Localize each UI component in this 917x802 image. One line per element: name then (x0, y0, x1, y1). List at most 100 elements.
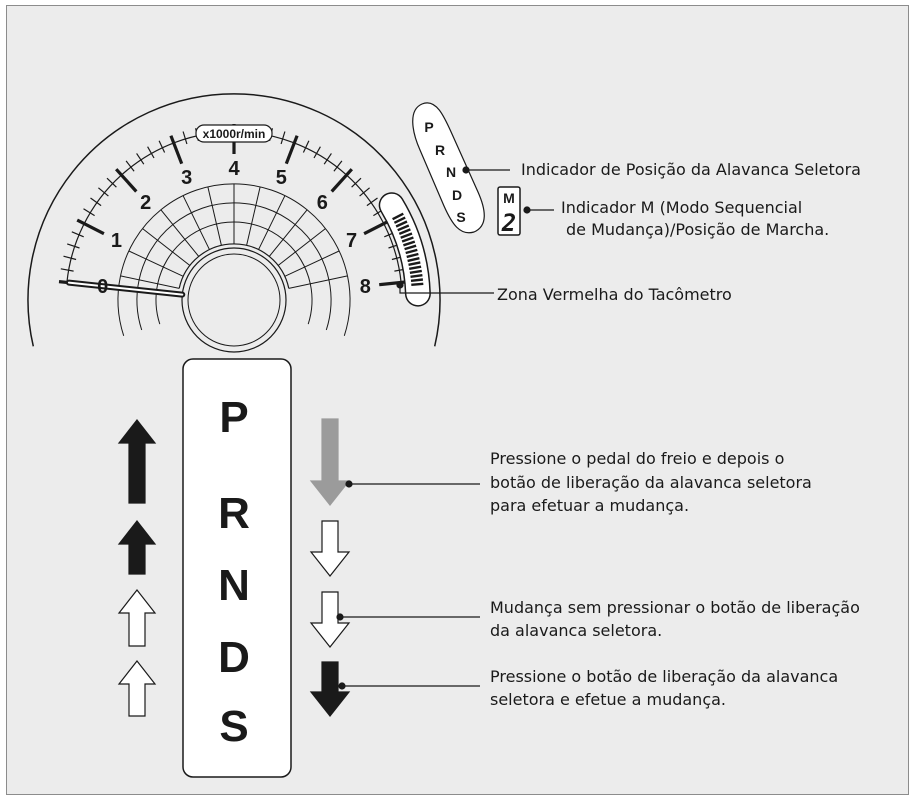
minor-tick (366, 197, 378, 207)
grid-spoke (277, 228, 326, 266)
hub-arc (178, 243, 290, 289)
minor-tick (136, 153, 145, 165)
callout-brake-1: Pressione o pedal do freio e depois o (490, 449, 785, 468)
gate-r: R (218, 489, 250, 538)
grid-spoke (142, 228, 191, 266)
strip-d: D (452, 187, 462, 203)
minor-tick (60, 268, 74, 272)
grid-arc (307, 283, 313, 325)
callout-m-indicator-1: Indicador M (Modo Sequencial (561, 198, 803, 217)
major-tick (363, 218, 392, 236)
hub-inner (187, 253, 281, 347)
shift-gate-panel (182, 358, 292, 778)
grid-spoke (288, 275, 348, 289)
up-arrow-solid-short (117, 520, 157, 575)
redline-segment (401, 236, 414, 243)
callout-no-press-1: Mudança sem pressionar o botão de libera… (490, 598, 860, 617)
tick-label-2: 2 (140, 192, 151, 214)
strip-s: S (456, 209, 465, 225)
grid-spoke (128, 250, 184, 277)
lower-leaders (336, 480, 480, 690)
down-arrow-gray (309, 418, 351, 506)
strip-r: R (435, 142, 445, 158)
minor-tick (71, 231, 84, 238)
callout-selector-position: Indicador de Posição da Alavanca Seletor… (521, 160, 861, 179)
grid-arc (117, 275, 125, 336)
minor-tick (158, 140, 166, 153)
minor-tick (351, 177, 362, 188)
grid-arc (343, 275, 351, 336)
redline-segment (407, 257, 420, 263)
gear-digit: 2 (501, 209, 516, 237)
minor-tick (280, 131, 286, 145)
minor-tick (83, 208, 95, 217)
needle-highlight (67, 281, 184, 296)
down-arrow-outline-1 (309, 520, 351, 577)
grid-arc (155, 283, 161, 325)
up-arrow-outline-1 (117, 589, 157, 647)
major-tick (76, 218, 105, 236)
minor-tick (63, 255, 77, 261)
callout-brake-2: botão de liberação da alavanca seletora (490, 473, 812, 492)
redline-segment (410, 278, 424, 282)
m-indicator: M 2 (497, 186, 521, 237)
minor-tick (98, 187, 109, 197)
minor-tick (147, 146, 155, 159)
grid-spoke (268, 209, 308, 257)
diagram-frame (6, 5, 909, 795)
strip-p: P (424, 119, 433, 135)
minor-tick (125, 160, 135, 172)
grid-arc (120, 183, 348, 277)
redline-segment (405, 248, 418, 255)
grid-arc (325, 279, 332, 331)
strip-n: N (446, 164, 456, 180)
redline-segment (410, 274, 423, 278)
gate-n: N (218, 561, 250, 610)
unit-label-pill (195, 124, 273, 143)
callout-release-2: seletora e efetue a mudança. (490, 690, 726, 709)
up-arrow-solid-long (117, 419, 157, 504)
tick-label-7: 7 (346, 230, 357, 252)
minor-tick (323, 153, 332, 165)
grid-spoke (246, 186, 261, 246)
grid-spoke (120, 275, 180, 289)
major-tick (284, 135, 299, 165)
m-letter: M (503, 190, 515, 206)
up-arrow-outline-2 (117, 660, 157, 717)
redline-segment (392, 212, 404, 221)
minor-tick (333, 160, 343, 172)
tick-label-1: 1 (111, 230, 122, 252)
gate-p: P (219, 393, 248, 442)
major-tick (330, 168, 353, 193)
grid-spoke (284, 250, 340, 277)
redline-segment (409, 269, 422, 274)
callout-red-zone: Zona Vermelha do Tacômetro (497, 285, 732, 304)
callout-m-indicator-2: de Mudança)/Posição de Marcha. (566, 220, 830, 239)
down-arrow-solid (309, 661, 351, 717)
redline-segment (398, 228, 411, 236)
tick-label-0: 0 (97, 276, 108, 298)
down-arrow-outline-2 (309, 591, 351, 648)
redline-segment (404, 244, 417, 251)
redline-segment (395, 220, 408, 228)
grid-spoke (258, 195, 286, 250)
grid-spoke (182, 195, 210, 250)
redline-segment (393, 216, 406, 224)
bezel-arc (27, 93, 441, 347)
redline-segment (408, 261, 421, 266)
tick-label-3: 3 (181, 167, 192, 189)
callout-no-press-2: da alavanca seletora. (490, 621, 663, 640)
tick-label-8: 8 (360, 276, 371, 298)
tick-label-6: 6 (317, 192, 328, 214)
redline-segment (411, 282, 424, 286)
grid-spoke (207, 186, 222, 246)
redline-segment (397, 224, 410, 232)
gear-position-strip: P R N D S (412, 102, 485, 234)
gate-d: D (218, 633, 250, 682)
minor-tick (302, 140, 310, 153)
redline-segment (406, 252, 419, 259)
gate-s: S (219, 702, 248, 751)
tick-label-4: 4 (228, 158, 240, 180)
